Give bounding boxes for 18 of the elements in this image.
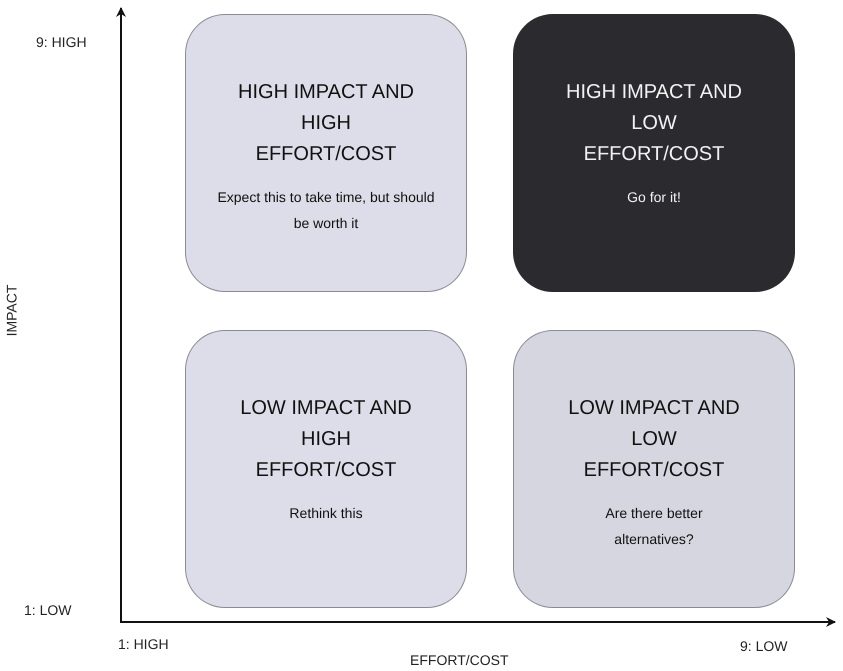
quadrant-title: HIGH IMPACT AND LOW EFFORT/COST bbox=[565, 80, 743, 167]
axis-title: EFFORT/COST bbox=[410, 651, 509, 670]
quadrant-box bbox=[513, 14, 795, 292]
quadrant-description: Expect this to take time, but should be worth it bbox=[216, 188, 436, 233]
axis-tick-label: 1: LOW bbox=[24, 601, 72, 620]
axis-tick-label: 1: HIGH bbox=[118, 635, 169, 654]
quadrant-box bbox=[513, 330, 795, 608]
quadrant-description: Rethink this bbox=[288, 504, 364, 523]
quadrant-box bbox=[185, 14, 467, 292]
quadrant-box bbox=[185, 330, 467, 608]
axis-tick-label: 9: LOW bbox=[740, 637, 788, 656]
quadrant-description: Are there better alternatives? bbox=[604, 504, 704, 549]
quadrant-title: LOW IMPACT AND HIGH EFFORT/COST bbox=[239, 396, 413, 483]
axis-title: IMPACT bbox=[2, 284, 20, 336]
quadrant-description: Go for it! bbox=[626, 188, 682, 207]
quadrant-title: LOW IMPACT AND LOW EFFORT/COST bbox=[567, 396, 741, 483]
axis-tick-label: 9: HIGH bbox=[36, 33, 87, 52]
quadrant-title: HIGH IMPACT AND HIGH EFFORT/COST bbox=[237, 80, 415, 167]
